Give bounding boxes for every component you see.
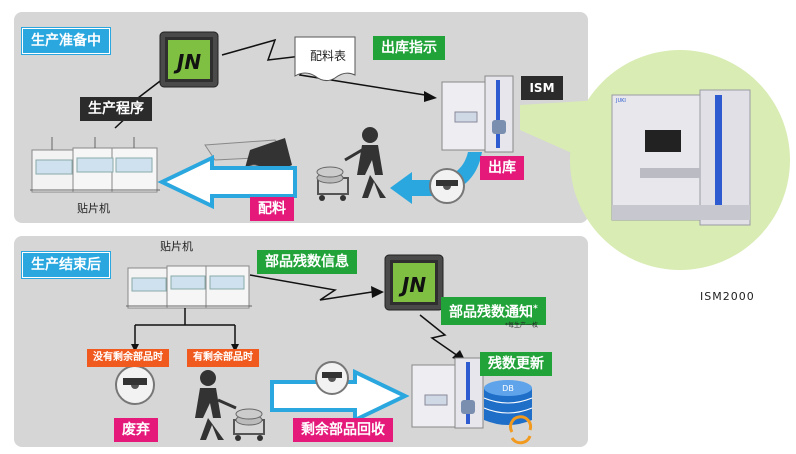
mounter-machines-bottom-icon bbox=[126, 265, 252, 309]
bom-label: 配料表 bbox=[310, 49, 347, 63]
mounter-label-bottom: 贴片机 bbox=[160, 240, 193, 253]
outbound-instruction-label: 出库指示 bbox=[373, 36, 445, 60]
has-remaining-label: 有剩余部品时 bbox=[187, 349, 259, 367]
no-remaining-label: 没有剩余部品时 bbox=[87, 349, 169, 367]
remaining-notice-text: 部品残数通知 bbox=[449, 304, 533, 321]
ism-machine-bottom-icon bbox=[411, 357, 484, 429]
data-link-remaining bbox=[249, 274, 373, 301]
note-mark: * bbox=[533, 304, 538, 314]
jn-logo-bottom: JN bbox=[398, 273, 426, 297]
outbound-curve-arrow bbox=[390, 152, 482, 204]
data-link-notice bbox=[419, 314, 459, 357]
sync-icon bbox=[509, 415, 533, 445]
reel-recover-icon bbox=[315, 361, 349, 395]
recover-label: 剩余部品回收 bbox=[293, 418, 393, 442]
worker-cart-top-icon bbox=[316, 127, 386, 201]
mounter-machines-top-icon bbox=[30, 137, 160, 193]
jn-software-top-icon: JN bbox=[159, 31, 219, 88]
ism-machine-top-icon bbox=[441, 75, 514, 153]
branch-lines bbox=[134, 308, 236, 348]
remaining-info-label: 部品残数信息 bbox=[257, 250, 357, 274]
mounter-label-top: 贴片机 bbox=[77, 202, 110, 215]
worker-cart-bottom-icon bbox=[195, 370, 265, 441]
feed-arrow bbox=[157, 154, 297, 210]
remaining-notice-label: 部品残数通知* bbox=[441, 297, 546, 325]
discard-label: 废弃 bbox=[114, 418, 158, 442]
feed-label: 配料 bbox=[250, 197, 294, 221]
section-title-after-production: 生产结束后 bbox=[22, 252, 110, 278]
outbound-label: 出库 bbox=[480, 156, 524, 180]
product-label: ISM2000 bbox=[700, 290, 755, 303]
recover-arrow bbox=[270, 368, 410, 424]
svg-text:JUKI: JUKI bbox=[615, 98, 626, 104]
jn-logo-top: JN bbox=[173, 50, 201, 74]
document-icon bbox=[294, 36, 356, 82]
per-unit-note: *每生产一枚 bbox=[505, 322, 539, 329]
reel-top-icon bbox=[429, 168, 465, 204]
update-label: 残数更新 bbox=[480, 352, 552, 376]
section-title-preparation: 生产准备中 bbox=[22, 28, 110, 54]
reel-discard-icon bbox=[115, 365, 155, 405]
ism2000-photo-icon: JUKI bbox=[611, 89, 751, 226]
db-label: DB bbox=[502, 384, 514, 393]
jn-software-bottom-icon: JN bbox=[384, 254, 444, 311]
ism-label: ISM bbox=[521, 76, 563, 100]
production-program-label: 生产程序 bbox=[80, 97, 152, 121]
